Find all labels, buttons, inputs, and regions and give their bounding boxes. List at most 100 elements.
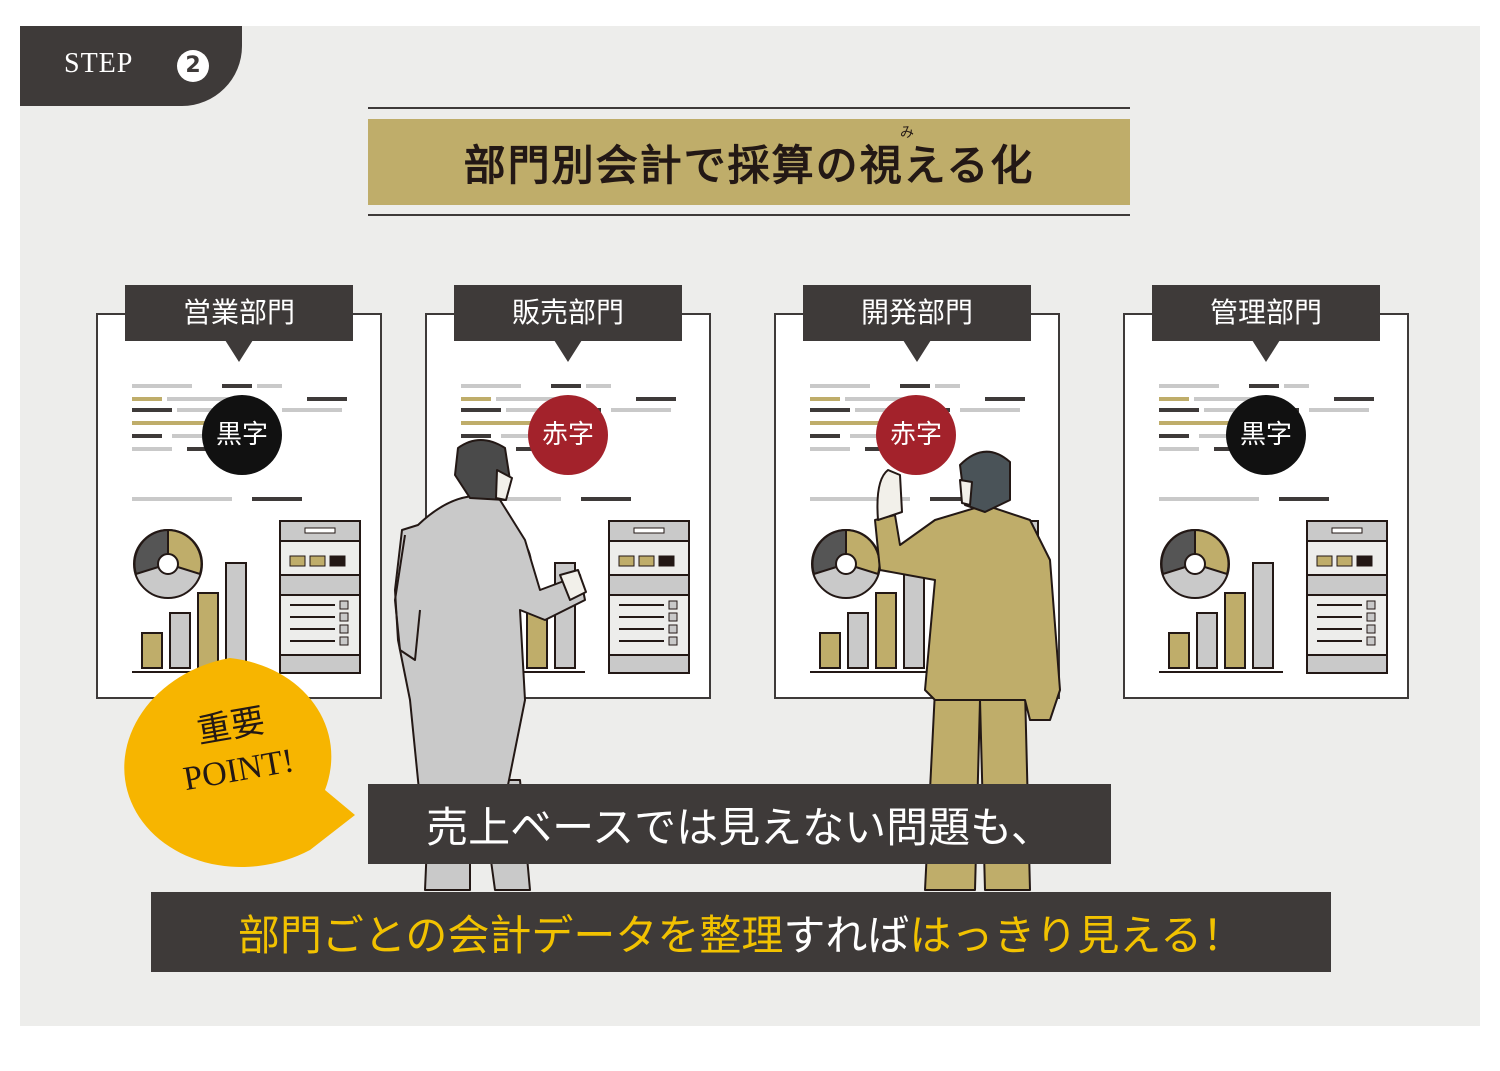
text-line — [810, 497, 910, 501]
title-rule-bottom — [368, 214, 1130, 216]
text-line — [611, 408, 671, 412]
text-line — [810, 434, 840, 438]
text-line — [461, 408, 501, 412]
device-slot — [633, 527, 665, 534]
dept-tag-pointer — [903, 340, 931, 362]
text-line — [1204, 408, 1254, 412]
device-check-icon — [668, 624, 678, 634]
device-slot — [1331, 527, 1363, 534]
text-line — [172, 434, 212, 438]
title-ruby: み — [900, 125, 914, 141]
text-line — [1309, 408, 1369, 412]
bar-icon — [819, 632, 841, 669]
text-line — [222, 384, 252, 388]
device-check-icon — [668, 636, 678, 646]
step-tab: STEP 2 — [20, 26, 242, 106]
device-footer — [1306, 654, 1388, 674]
device-check-icon — [1366, 612, 1376, 622]
bar-icon — [169, 612, 191, 669]
text-line — [132, 434, 162, 438]
text-line — [810, 421, 890, 425]
bar-icon — [1252, 562, 1274, 669]
step-label: STEP — [64, 48, 134, 79]
message-line-2-normal: すれば — [783, 910, 910, 960]
text-line — [551, 384, 581, 388]
device-band — [279, 574, 361, 596]
text-line — [496, 397, 566, 401]
text-line — [461, 421, 541, 425]
bar-icon — [1168, 632, 1190, 669]
device-band — [1306, 574, 1388, 596]
device-check-icon — [1366, 636, 1376, 646]
device-button-icon — [618, 555, 635, 567]
device-check-icon — [339, 612, 349, 622]
bar-icon — [847, 612, 869, 669]
device-panel — [1306, 520, 1388, 674]
text-line — [461, 397, 491, 401]
device-button-icon — [658, 555, 675, 567]
device-button-icon — [638, 555, 655, 567]
status-badge: 赤字 — [876, 395, 956, 475]
text-line — [506, 408, 556, 412]
bar-icon — [141, 632, 163, 669]
text-line — [1159, 384, 1219, 388]
device-footer — [608, 654, 690, 674]
device-button-icon — [329, 555, 346, 567]
pie-hole — [835, 553, 857, 575]
title-box: 部門別会計で採算の視える化 — [368, 119, 1130, 205]
text-line — [586, 384, 611, 388]
device-button-icon — [1316, 555, 1333, 567]
text-line — [1159, 421, 1239, 425]
status-badge: 赤字 — [528, 395, 608, 475]
message-line-1-text: 売上ベースでは見えない問題も、 — [426, 802, 1053, 852]
message-line-2-highlight-b: はっきり見える！ — [909, 910, 1245, 960]
bar-icon — [1224, 592, 1246, 669]
text-line — [845, 397, 915, 401]
text-line — [1159, 497, 1259, 501]
title-rule-top — [368, 107, 1130, 109]
text-line — [501, 434, 541, 438]
text-line — [282, 408, 342, 412]
text-line — [461, 497, 561, 501]
text-line — [810, 408, 850, 412]
device-button-icon — [289, 555, 306, 567]
text-line — [132, 421, 212, 425]
text-line — [855, 408, 905, 412]
dept-tag: 管理部門 — [1152, 285, 1380, 341]
device-check-icon — [339, 624, 349, 634]
text-line — [810, 384, 870, 388]
text-line — [935, 384, 960, 388]
text-line — [1279, 497, 1329, 501]
dept-tag-pointer — [554, 340, 582, 362]
device-check-icon — [1366, 624, 1376, 634]
text-line — [132, 497, 232, 501]
text-line — [177, 408, 227, 412]
text-line — [132, 408, 172, 412]
text-line — [810, 447, 850, 451]
device-button-icon — [1356, 555, 1373, 567]
text-line — [257, 384, 282, 388]
text-line — [1334, 397, 1374, 401]
text-line — [900, 384, 930, 388]
device-check-icon — [668, 612, 678, 622]
text-line — [581, 497, 631, 501]
message-line-1: 売上ベースでは見えない問題も、 — [368, 784, 1111, 864]
device-slot — [304, 527, 336, 534]
device-check-icon — [339, 600, 349, 610]
step-number-icon: 2 — [177, 50, 209, 82]
text-line — [167, 397, 237, 401]
text-line — [307, 397, 347, 401]
text-line — [461, 434, 491, 438]
device-check-icon — [1366, 600, 1376, 610]
dept-tag: 販売部門 — [454, 285, 682, 341]
pie-hole — [1184, 553, 1206, 575]
text-line — [132, 384, 192, 388]
text-line — [132, 447, 172, 451]
device-band — [608, 574, 690, 596]
text-line — [1159, 434, 1189, 438]
text-line — [985, 397, 1025, 401]
status-badge: 黒字 — [202, 395, 282, 475]
bar-icon — [875, 592, 897, 669]
status-badge: 黒字 — [1226, 395, 1306, 475]
